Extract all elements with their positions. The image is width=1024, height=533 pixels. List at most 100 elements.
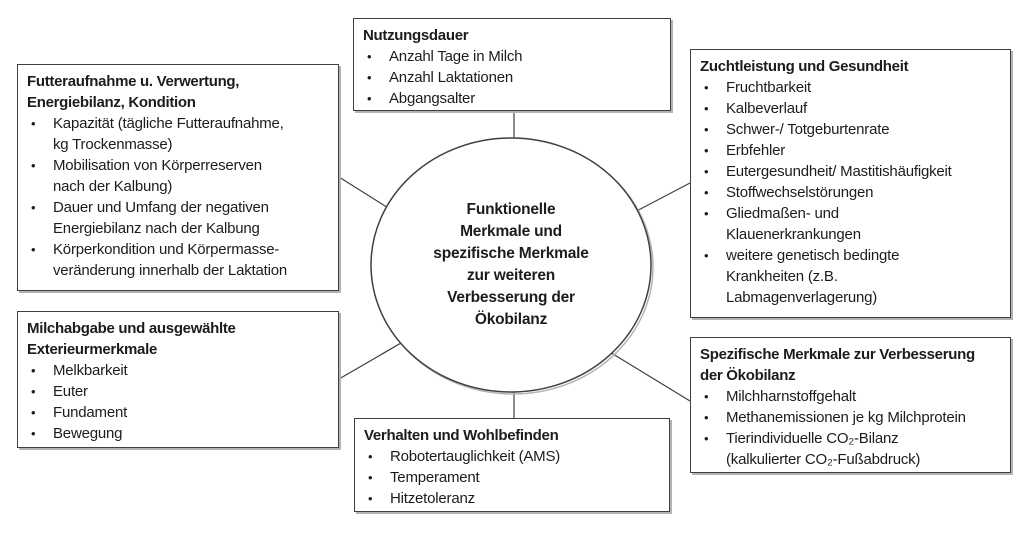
- bullet-list: • Melkbarkeit • Euter • Fundament • Bewegung: [27, 360, 329, 444]
- bullet-icon: •: [704, 389, 709, 404]
- bullet-text: Abgangsalter: [389, 90, 475, 107]
- bullet-text: Stoffwechselstörungen: [726, 184, 874, 201]
- bullet-text: Dauer und Umfang der negativen Energiebi…: [53, 199, 269, 237]
- center-line: Verbesserung der: [447, 289, 575, 306]
- bullet-text: Eutergesundheit/ Mastitishäufigkeit: [726, 163, 952, 180]
- bullet-item: •Anzahl Laktationen: [363, 67, 661, 88]
- bullet-item: • Gliedmaßen- und Klauenerkrankungen: [700, 203, 1001, 245]
- bullet-icon: •: [368, 470, 373, 485]
- center-line: Ökobilanz: [474, 311, 548, 328]
- bullet-text: Schwer-/ Totgeburtenrate: [726, 121, 890, 138]
- box-oekobilanz: Spezifische Merkmale zur Verbesserung de…: [690, 337, 1011, 473]
- center-line: Funktionelle: [466, 201, 556, 218]
- bullet-item: •Robotertauglichkeit (AMS): [364, 446, 660, 467]
- bullet-text: Kalbeverlauf: [726, 100, 807, 117]
- bullet-text: Euter: [53, 383, 88, 400]
- box-title: Zuchtleistung und Gesundheit: [700, 58, 909, 75]
- bullet-icon: •: [367, 49, 372, 64]
- bullet-icon: •: [704, 410, 709, 425]
- bullet-icon: •: [31, 116, 36, 131]
- bullet-icon: •: [31, 200, 36, 215]
- bullet-item: • Eutergesundheit/ Mastitishäufigkeit: [700, 161, 1001, 182]
- box-title: Spezifische Merkmale zur Verbesserung de…: [700, 346, 975, 384]
- bullet-text: Melkbarkeit: [53, 362, 128, 379]
- bullet-icon: •: [704, 122, 709, 137]
- bullet-item: • Tierindividuelle CO₂-Bilanz (kalkuliert…: [700, 428, 1001, 470]
- bullet-item: • Kalbeverlauf: [700, 98, 1001, 119]
- bullet-icon: •: [31, 242, 36, 257]
- bullet-icon: •: [31, 384, 36, 399]
- center-line: spezifische Merkmale: [433, 245, 589, 262]
- bullet-text: Mobilisation von Körperreserven nach der…: [53, 157, 262, 195]
- bullet-text: Tierindividuelle CO₂-Bilanz (kalkulierte…: [726, 430, 921, 468]
- center-line: Merkmale und: [460, 223, 562, 240]
- box-futteraufnahme: Futteraufnahme u. Verwertung, Energiebil…: [17, 64, 339, 291]
- bullet-icon: •: [31, 405, 36, 420]
- center-ellipse: [370, 137, 652, 393]
- bullet-text: Methanemissionen je kg Milchprotein: [726, 409, 966, 426]
- bullet-item: • Bewegung: [27, 423, 329, 444]
- bullet-item: • weitere genetisch bedingte Krankheiten …: [700, 245, 1001, 308]
- bullet-list: • Fruchtbarkeit • Kalbeverlauf • Schwer-/ Tot…: [700, 77, 1001, 308]
- bullet-item: • Stoffwechselstörungen: [700, 182, 1001, 203]
- box-title: Nutzungsdauer: [363, 27, 469, 44]
- bullet-icon: •: [31, 426, 36, 441]
- box-milchabgabe: Milchabgabe und ausgewählte Exterieurmer…: [17, 311, 339, 448]
- box-title: Milchabgabe und ausgewählte Exterieurmer…: [27, 320, 236, 358]
- bullet-text: Anzahl Tage in Milch: [389, 48, 523, 65]
- bullet-text: Hitzetoleranz: [390, 490, 475, 507]
- bullet-text: Fruchtbarkeit: [726, 79, 811, 96]
- bullet-text: weitere genetisch bedingte Krankheiten (…: [726, 247, 900, 306]
- bullet-item: • Fruchtbarkeit: [700, 77, 1001, 98]
- bullet-list: •Anzahl Tage in Milch•Anzahl Laktationen…: [363, 46, 661, 109]
- bullet-icon: •: [704, 143, 709, 158]
- bullet-icon: •: [704, 101, 709, 116]
- bullet-item: • Methanemissionen je kg Milchprotein: [700, 407, 1001, 428]
- center-label: Funktionelle Merkmale und spezifische Me…: [379, 199, 643, 331]
- bullet-icon: •: [704, 431, 709, 446]
- bullet-item: • Körperkondition und Körpermasse- veränd…: [27, 239, 329, 281]
- box-title: Verhalten und Wohlbefinden: [364, 427, 559, 444]
- bullet-item: • Schwer-/ Totgeburtenrate: [700, 119, 1001, 140]
- bullet-text: Anzahl Laktationen: [389, 69, 513, 86]
- bullet-item: • Euter: [27, 381, 329, 402]
- bullet-list: • Milchharnstoffgehalt • Methanemissionen j…: [700, 386, 1001, 470]
- bullet-icon: •: [368, 491, 373, 506]
- bullet-icon: •: [367, 91, 372, 106]
- box-zuchtleistung: Zuchtleistung und Gesundheit • Fruchtbark…: [690, 49, 1011, 318]
- bullet-item: • Hitzetoleranz: [364, 488, 660, 509]
- box-nutzungsdauer: Nutzungsdauer •Anzahl Tage in Milch•Anza…: [353, 18, 671, 111]
- bullet-icon: •: [704, 164, 709, 179]
- bullet-icon: •: [704, 206, 709, 221]
- bullet-icon: •: [31, 158, 36, 173]
- bullet-item: • Temperament: [364, 467, 660, 488]
- bullet-item: • Mobilisation von Körperreserven nach de…: [27, 155, 329, 197]
- bullet-text: Bewegung: [53, 425, 123, 442]
- bullet-text: Kapazität (tägliche Futteraufnahme, kg T…: [53, 115, 284, 153]
- bullet-text: Erbfehler: [726, 142, 786, 159]
- bullet-item: • Anzahl Tage in Milch: [363, 46, 661, 67]
- bullet-list: • Kapazität (tägliche Futteraufnahme, kg …: [27, 113, 329, 281]
- box-verhalten: Verhalten und Wohlbefinden •Robotertaugl…: [354, 418, 670, 512]
- bullet-item: • Erbfehler: [700, 140, 1001, 161]
- bullet-text: Körperkondition und Körpermasse- verände…: [53, 241, 288, 279]
- center-line: zur weiteren: [466, 267, 556, 284]
- bullet-text: Gliedmaßen- und Klauenerkrankungen: [726, 205, 861, 243]
- bullet-icon: •: [31, 363, 36, 378]
- bullet-icon: •: [704, 80, 709, 95]
- bullet-text: Temperament: [390, 469, 480, 486]
- bullet-icon: •: [704, 248, 709, 263]
- box-title: Futteraufnahme u. Verwertung, Energiebil…: [27, 73, 240, 111]
- bullet-item: • Fundament: [27, 402, 329, 423]
- bullet-text: Milchharnstoffgehalt: [726, 388, 856, 405]
- bullet-item: • Abgangsalter: [363, 88, 661, 109]
- bullet-item: • Dauer und Umfang der negativen Energieb…: [27, 197, 329, 239]
- bullet-icon: •: [704, 185, 709, 200]
- bullet-icon: •: [368, 449, 373, 464]
- bullet-list: •Robotertauglichkeit (AMS)•Temperament•H…: [364, 446, 660, 509]
- bullet-text: Fundament: [53, 404, 128, 421]
- bullet-item: • Kapazität (tägliche Futteraufnahme, kg …: [27, 113, 329, 155]
- bullet-item: • Melkbarkeit: [27, 360, 329, 381]
